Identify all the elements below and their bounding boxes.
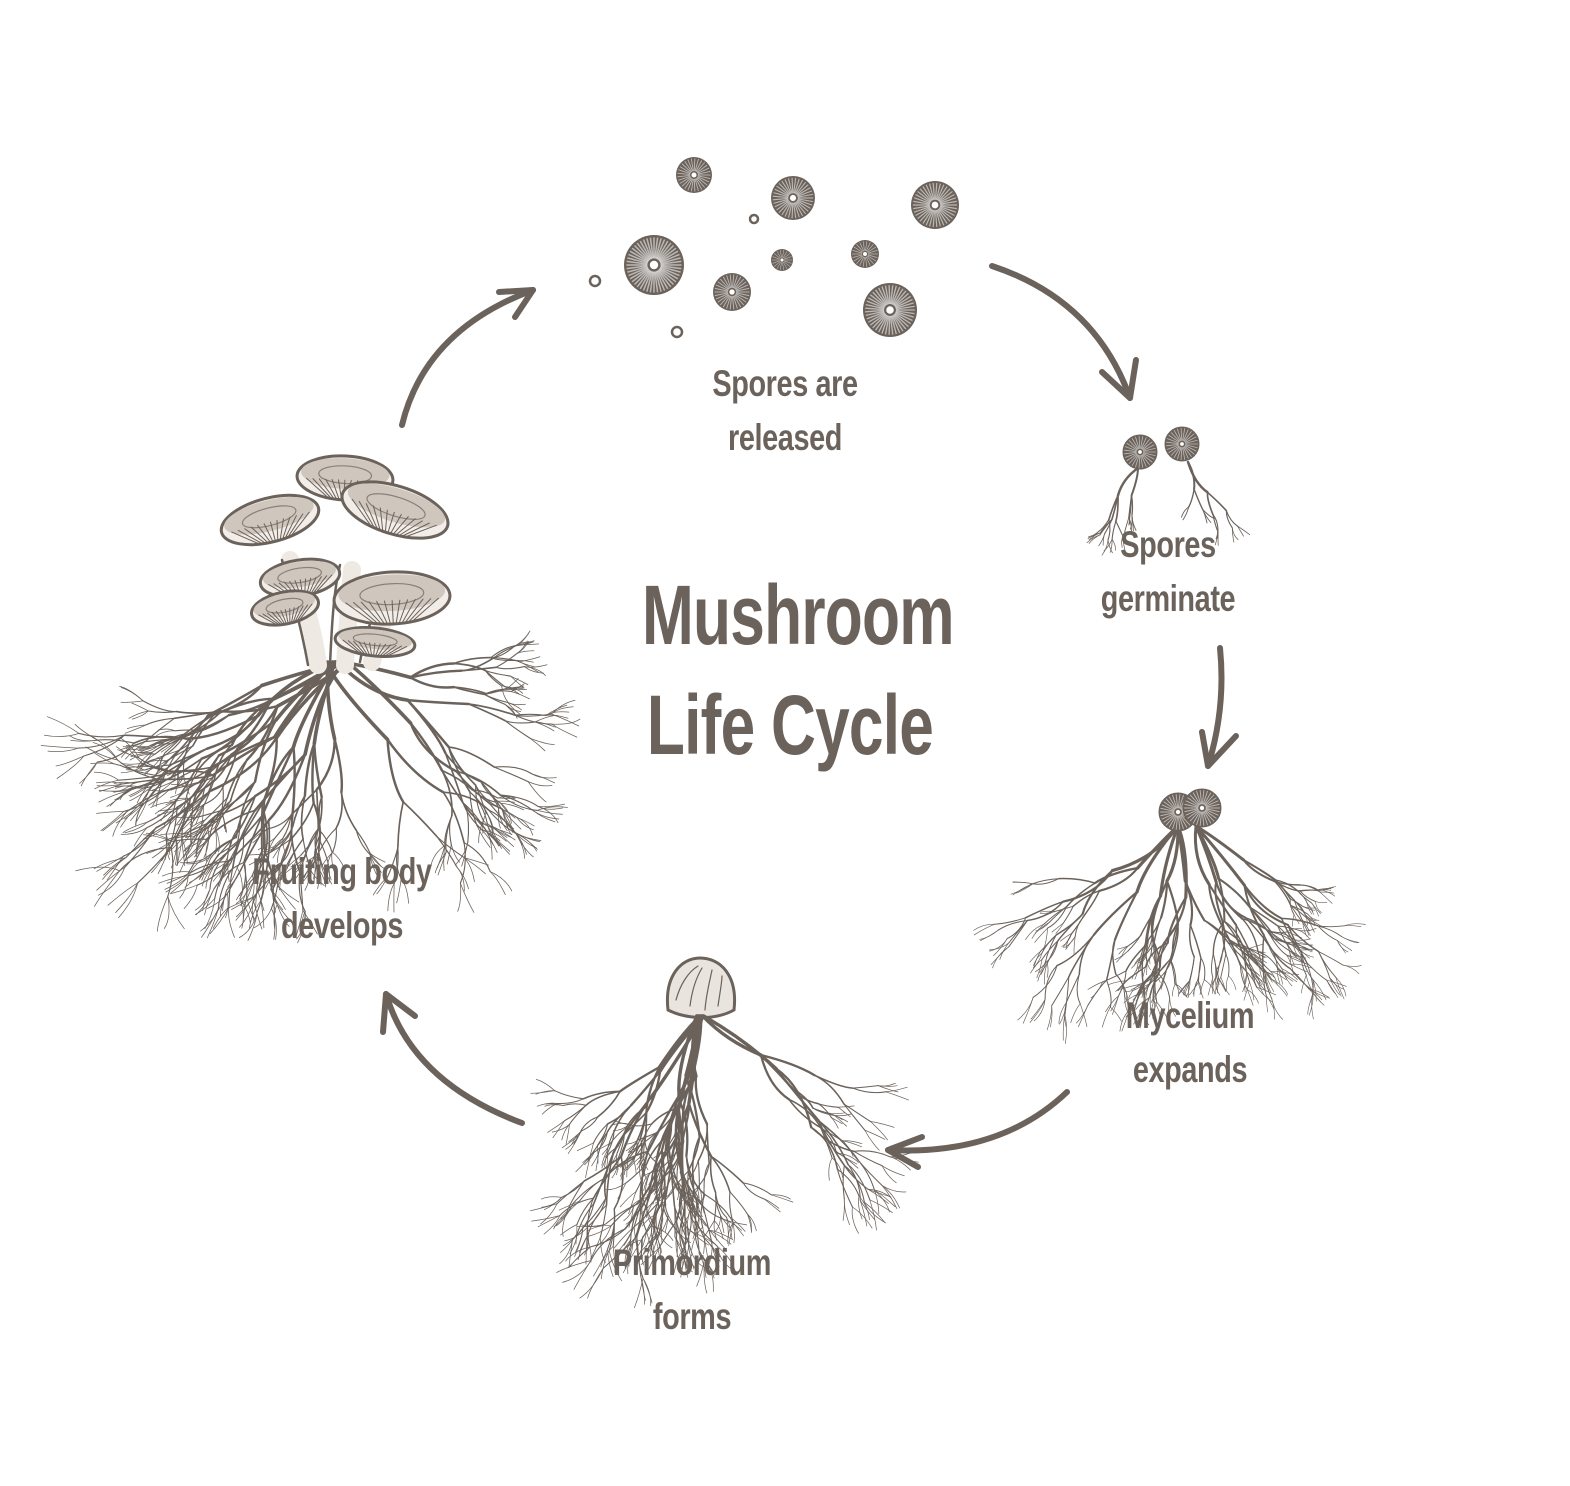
- stage-label-spores-germinate: Spores germinate: [1071, 518, 1266, 626]
- diagram-title: Mushroom Life Cycle: [642, 560, 955, 780]
- stage-label-mycelium-expands: Mycelium expands: [1093, 989, 1288, 1097]
- cycle-arrow-icon: [1199, 645, 1239, 769]
- stage-label-line-2: released: [727, 417, 843, 458]
- stage-label-line-1: Primordium: [612, 1242, 772, 1283]
- primordium-mushroom-icon: [530, 956, 919, 1309]
- stage-label-line-2: develops: [281, 905, 403, 946]
- germinating-spores-icon: [1086, 426, 1251, 556]
- cycle-arrow-icon: [989, 263, 1139, 401]
- cycle-arrow-icon: [380, 991, 525, 1126]
- cycle-arrow-icon: [885, 1089, 1070, 1170]
- spore-icon: [771, 176, 815, 220]
- spore-icon: [911, 181, 959, 229]
- spore-icon: [1182, 788, 1222, 828]
- stage-label-primordium-forms: Primordium forms: [595, 1236, 790, 1344]
- spore-icon: [851, 240, 879, 268]
- spore-icon: [1164, 426, 1200, 462]
- stage-label-spores-released: Spores are released: [688, 357, 883, 465]
- oyster-mushroom-cluster-icon: [40, 454, 581, 944]
- spore-icon: [713, 273, 751, 311]
- cycle-arrow-icon: [399, 287, 536, 428]
- spore-icon: [624, 235, 684, 295]
- stage-label-fruiting-body-develops: Fruiting body develops: [225, 845, 459, 953]
- stage-label-line-1: Mycelium: [1125, 995, 1255, 1036]
- stage-label-line-2: expands: [1132, 1049, 1248, 1090]
- spore-icon: [1122, 434, 1158, 470]
- stage-label-line-1: Spores: [1120, 524, 1216, 565]
- stage-label-line-2: forms: [652, 1296, 732, 1337]
- stage-label-line-1: Spores are: [712, 363, 858, 404]
- spore-icon: [771, 249, 793, 271]
- title-line-2: Life Cycle: [646, 678, 934, 772]
- spores-released-illustration: [588, 157, 959, 339]
- spore-icon: [676, 157, 712, 193]
- stage-label-line-2: germinate: [1100, 578, 1236, 619]
- spore-icon: [863, 283, 917, 337]
- title-line-1: Mushroom: [642, 568, 955, 662]
- stage-label-line-1: Fruiting body: [252, 851, 432, 892]
- mycelium-icon: [973, 788, 1366, 1044]
